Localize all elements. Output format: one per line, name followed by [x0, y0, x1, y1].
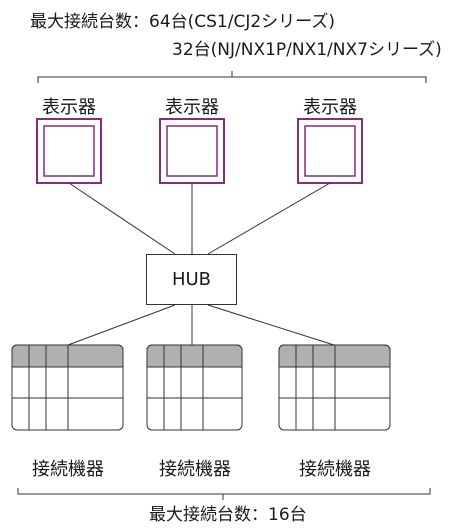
display-screen — [304, 125, 356, 177]
display-screen — [166, 125, 218, 177]
display-screen — [43, 125, 95, 177]
display-3 — [297, 118, 363, 184]
max-device-note: 最大接続台数：16台 — [149, 505, 307, 525]
device-2 — [146, 344, 243, 431]
link-display-3-hub — [207, 182, 331, 255]
bottom-brace — [17, 488, 431, 500]
device-3 — [278, 344, 391, 431]
link-hub-device-1 — [67, 304, 176, 346]
link-display-1-hub — [68, 182, 176, 255]
device-label-2: 接続機器 — [159, 459, 231, 480]
display-label-2: 表示器 — [165, 97, 219, 118]
device-label-1: 接続機器 — [32, 459, 104, 480]
display-label-1: 表示器 — [42, 97, 96, 118]
max-connection-note-line2: 32台(NJ/NX1P/NX1/NX7シリーズ) — [172, 40, 442, 60]
display-1 — [36, 118, 102, 184]
device-header — [146, 344, 243, 368]
device-label-3: 接続機器 — [299, 459, 371, 480]
max-connection-note-line1: 最大接続台数：64台(CS1/CJ2シリーズ) — [30, 12, 335, 32]
link-hub-device-3 — [207, 304, 335, 346]
hub-box: HUB — [146, 254, 237, 305]
display-label-3: 表示器 — [303, 97, 357, 118]
hub-label: HUB — [171, 269, 212, 290]
display-2 — [159, 118, 225, 184]
top-brace — [37, 71, 427, 83]
device-1 — [11, 344, 124, 431]
